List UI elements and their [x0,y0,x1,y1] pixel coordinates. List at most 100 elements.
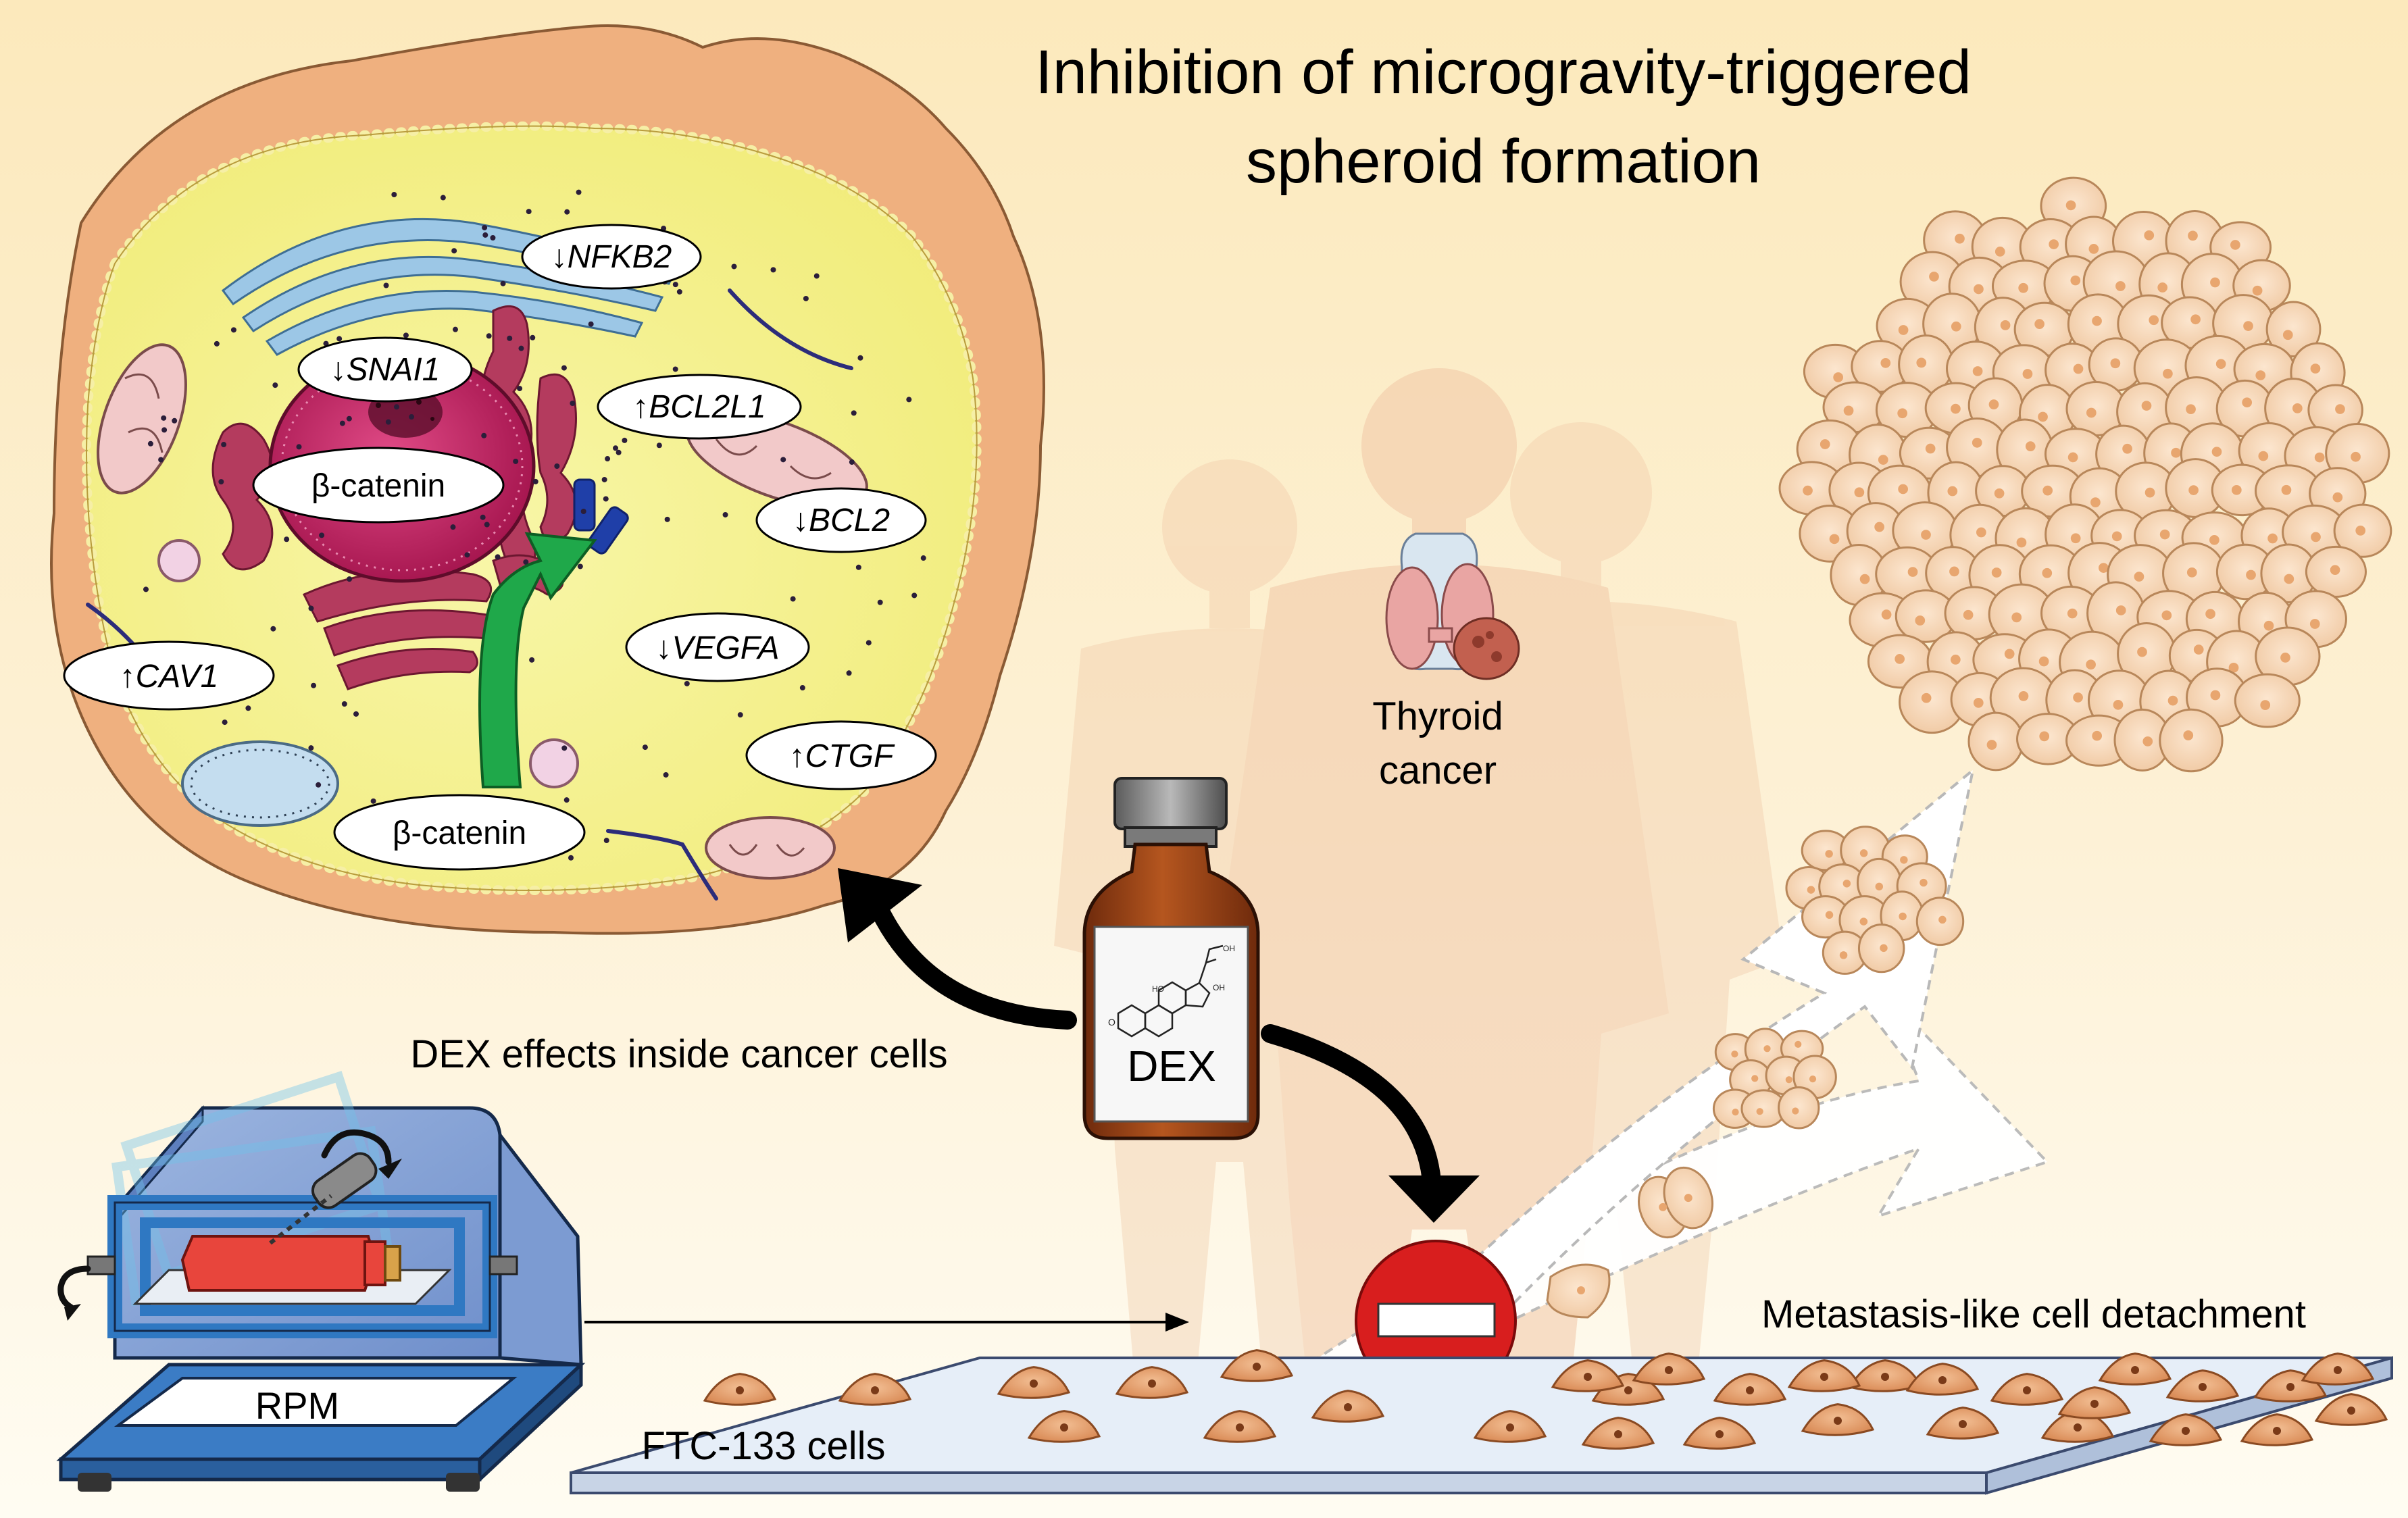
spheroid-cell-nucleus [1842,880,1851,888]
spheroid-cell-nucleus [2190,314,2201,325]
spheroid-cell-nucleus [1920,878,1928,887]
flat-cancer-cell-nucleus [1959,1420,1967,1428]
spheroid-cell-nucleus [2260,700,2271,710]
flat-cancer-cell-nucleus [1148,1380,1156,1388]
spheroid-cell-nucleus [2163,368,2173,379]
spheroid-cell-nucleus [2016,537,2027,548]
centrioles [573,478,629,555]
spheroid-cell-nucleus [1731,1051,1738,1058]
thyroid-label-line-2: cancer [1379,749,1497,792]
spheroid-cell-nucleus [2211,447,2222,457]
ribosome-dot [866,640,872,646]
ribosome-dot [906,397,912,403]
ribosome-dot [308,605,314,611]
ribosome-dot [486,333,492,339]
spheroid-cell-nucleus [2205,609,2215,619]
flat-cancer-cell-nucleus [1236,1423,1244,1432]
ribosome-dot [284,536,290,542]
spheroid-cell-nucleus [1898,484,1909,495]
ribosome-dot [616,449,622,455]
label-catenin-cytoplasm: β-catenin [333,794,586,871]
ribosome-dot [143,586,149,592]
ribosome-dot [311,682,317,688]
ribosome-dot [517,386,523,392]
dex-arrows [862,882,1442,1205]
spheroid-cell-nucleus [2335,404,2345,414]
flat-cancer-cell-nucleus [1614,1430,1622,1438]
spheroid-cell-nucleus [1907,567,1918,577]
flat-cancer-cell-nucleus [1746,1386,1754,1394]
spheroid-cell-nucleus [1809,1075,1817,1083]
ribosome-dot [799,685,805,691]
ribosome-dot [605,456,611,462]
ribosome-dot [526,209,532,215]
flat-cancer-cell-nucleus [1060,1423,1068,1432]
spheroid-cell-nucleus [2144,487,2155,498]
spheroid-cell-nucleus [2310,363,2321,374]
spheroid-cell-nucleus [2330,565,2340,576]
ribosome-dot [490,234,496,241]
spheroid-cell-nucleus [2115,281,2126,291]
spheroid-cell-nucleus [2228,662,2239,673]
ribosome-dot [230,327,236,333]
ribosome-dot [588,321,594,327]
ribosome-dot [222,719,228,726]
ribosome-dot [561,365,567,371]
spheroid-cell-nucleus [2110,358,2121,369]
ribosome-dot [451,248,457,254]
ribosome-dot [158,457,164,463]
dex-effects-label: DEX effects inside cancer cells [410,1032,947,1076]
spheroid-cell-nucleus [2073,692,2083,703]
spheroid-cell-nucleus [2067,452,2078,463]
flat-cancer-cell-nucleus [1881,1373,1889,1381]
ribosome-dot [394,404,400,410]
ribosome-dot [341,701,347,707]
ribosome-dot [656,442,662,449]
spheroid-cell-nucleus [2167,695,2178,706]
label-nfkb2: ↓NFKB2 [521,224,702,290]
spheroid-cell-nucleus [2171,447,2181,458]
spheroid-cell-nucleus [1880,357,1891,368]
spheroid-cell-nucleus [1843,405,1854,416]
title-line-1: Inhibition of microgravity-triggered [1035,38,1972,107]
spheroid-cell-nucleus [2039,731,2050,742]
green-arrow [478,532,597,788]
flat-cancer-cell-nucleus [2273,1427,2281,1435]
spheroid-cell-nucleus [1795,1040,1802,1048]
spheroid-cell-nucleus [1921,692,1932,703]
label-ctgf: ↑CTGF [745,720,937,790]
arrow-to-cell [862,882,1077,1030]
ribosome-dot [563,797,570,803]
spheroid-cell-nucleus [2049,239,2059,249]
spheroid-cell-nucleus [1829,534,1840,545]
mitochondria [97,343,868,880]
spheroid-cell-nucleus [1925,443,1936,454]
spheroid-cell-nucleus [2332,492,2343,503]
dex-bottle-label: DEX [1127,1042,1216,1090]
spheroid-cell-nucleus [1938,915,1947,924]
spheroid-cell-nucleus [1897,408,1908,419]
ribosome-dot [500,280,506,286]
spheroid-cell-nucleus [2086,659,2096,670]
ribosome-dot [813,273,820,279]
svg-text:HO: HO [1152,984,1164,994]
flat-cancer-cell-nucleus [1253,1363,1261,1371]
ribosome-dot [603,838,609,844]
rpm-to-slide-arrow [584,1313,1189,1332]
spheroid-cell-nucleus [2111,531,2122,542]
ribosome-dot [482,232,488,238]
ribosome-dot [482,224,488,230]
ribosome-dot [911,592,918,599]
metastasis-label: Metastasis-like cell detachment [1761,1292,2306,1336]
spheroid-cell [1778,1086,1820,1130]
flat-cancer-cell-nucleus [2074,1423,2082,1432]
spheroid-cell-nucleus [2243,321,2253,331]
spheroid-cell-nucleus [2230,240,2240,250]
detaching-cells [1546,1166,1713,1319]
svg-text:O: O [1108,1017,1115,1028]
spheroid-cell [2265,301,2322,358]
ribosome-dot [570,400,576,406]
ribosome-dot [855,564,861,570]
spheroid-cell-nucleus [2311,532,2321,542]
cancer-cell-illustration [50,24,1045,935]
